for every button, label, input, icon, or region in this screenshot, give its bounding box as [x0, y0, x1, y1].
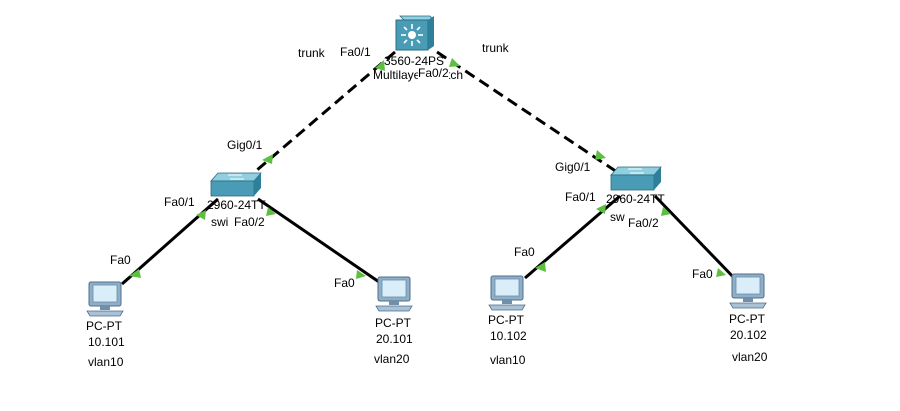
pc-1-type: PC-PT — [86, 319, 122, 333]
link-up-indicator — [129, 269, 141, 278]
trunk-label-left: trunk — [298, 46, 325, 60]
link-up-indicator — [375, 60, 385, 71]
link-up-indicator — [196, 210, 206, 220]
link-up-indicator — [266, 207, 276, 216]
port-label-swl-gig0-1: Gig0/1 — [227, 138, 263, 152]
pc-4-ip: 20.102 — [730, 328, 767, 342]
port-label-ml-fa0-2: Fa0/2 — [418, 66, 449, 80]
link-up-indicator — [716, 268, 726, 277]
port-label-swl-fa0-1: Fa0/1 — [164, 195, 195, 209]
trunk-link-left[interactable] — [249, 50, 396, 178]
switch-icon — [610, 166, 662, 192]
port-label-swr-gig0-1: Gig0/1 — [555, 160, 591, 174]
pc-2-type: PC-PT — [375, 316, 411, 330]
multilayer-switch-icon — [394, 14, 434, 52]
link-up-indicator — [596, 204, 606, 214]
pc-4-type: PC-PT — [729, 312, 765, 326]
link-up-indicator — [356, 270, 366, 279]
port-label-ml-fa0-1: Fa0/1 — [340, 45, 371, 59]
pc-3[interactable] — [488, 275, 526, 311]
link-up-indicator — [595, 150, 606, 160]
port-label-swr-fa0-1: Fa0/1 — [565, 190, 596, 204]
link-swl-pc2[interactable] — [257, 197, 383, 286]
link-swr-pc4[interactable] — [653, 194, 742, 286]
port-label-pc1-fa0: Fa0 — [110, 253, 131, 267]
pc-2[interactable] — [375, 276, 413, 312]
port-label-swr-fa0-2: Fa0/2 — [628, 216, 659, 230]
port-label-pc2-fa0: Fa0 — [334, 276, 355, 290]
trunk-link-right[interactable] — [436, 50, 621, 176]
pc-icon — [488, 275, 526, 311]
multilayer-switch-model: 3560-24PS — [384, 54, 445, 68]
pc-1[interactable] — [86, 281, 124, 317]
access-switch-left[interactable] — [210, 172, 262, 198]
access-switch-right-name: sw — [610, 210, 625, 224]
pc-4[interactable] — [729, 273, 767, 309]
pc-icon — [86, 281, 124, 317]
access-switch-right-model: 2960-24TT — [606, 192, 665, 206]
access-switch-left-name: swi — [211, 215, 229, 229]
link-up-indicator — [535, 262, 546, 272]
port-label-pc4-fa0: Fa0 — [692, 267, 713, 281]
pc-icon — [729, 273, 767, 309]
pc-3-vlan: vlan10 — [490, 353, 526, 367]
pc-icon — [375, 276, 413, 312]
multilayer-switch[interactable] — [394, 14, 434, 52]
pc-2-ip: 20.101 — [376, 332, 413, 346]
trunk-label-right: trunk — [482, 41, 509, 55]
link-up-indicator — [262, 154, 273, 164]
pc-3-type: PC-PT — [488, 313, 524, 327]
port-label-swl-fa0-2: Fa0/2 — [234, 215, 265, 229]
port-label-pc3-fa0: Fa0 — [514, 245, 535, 259]
access-switch-right[interactable] — [610, 166, 662, 192]
pc-2-vlan: vlan20 — [374, 352, 410, 366]
pc-1-vlan: vlan10 — [88, 355, 124, 369]
switch-icon — [210, 172, 262, 198]
pc-3-ip: 10.102 — [490, 329, 527, 343]
pc-1-ip: 10.101 — [88, 335, 125, 349]
access-switch-left-model: 2960-24TT — [207, 198, 266, 212]
pc-4-vlan: vlan20 — [732, 350, 768, 364]
link-up-indicator — [449, 58, 460, 67]
link-up-indicator — [661, 207, 671, 216]
